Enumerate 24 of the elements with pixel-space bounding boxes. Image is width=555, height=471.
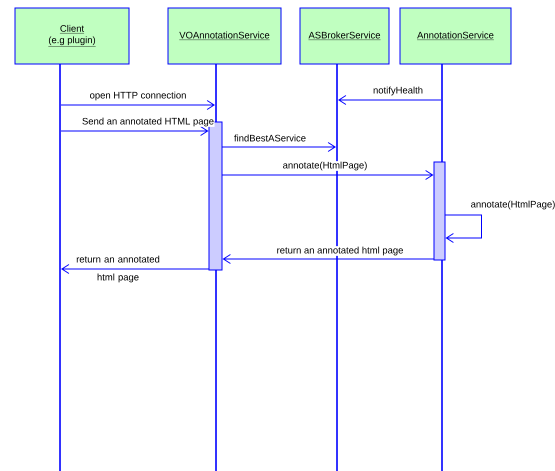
message-label: return an annotated html page: [276, 246, 404, 256]
lifeline: [441, 64, 443, 471]
lifeline: [59, 64, 61, 471]
message-label: Send an annotated HTML page: [81, 117, 215, 127]
participant-box: ASBrokerService: [300, 8, 390, 64]
message-arrow: [222, 142, 336, 152]
message-label: findBestAService: [233, 134, 307, 142]
participant-box: Client (e.g plugin): [14, 8, 130, 64]
message-label: open HTTP connection: [89, 91, 187, 101]
participant-box: AnnotationService: [400, 8, 512, 64]
message-label: return an annotated html page: [76, 256, 160, 282]
message-arrow: [222, 170, 434, 180]
message-arrow: [338, 95, 442, 105]
message-label: annotate(HtmlPage): [282, 161, 368, 171]
message-label: annotate(HtmlPage): [470, 200, 555, 210]
message-label: notifyHealth: [372, 86, 424, 96]
message-arrow: [60, 100, 215, 110]
participant-box: VOAnnotationService: [168, 8, 282, 64]
message-arrow: [61, 264, 209, 274]
lifeline: [336, 64, 338, 471]
message-arrow: [60, 126, 208, 136]
message-arrow: [445, 214, 482, 243]
message-arrow: [222, 254, 434, 264]
activation-bar: [434, 162, 446, 260]
